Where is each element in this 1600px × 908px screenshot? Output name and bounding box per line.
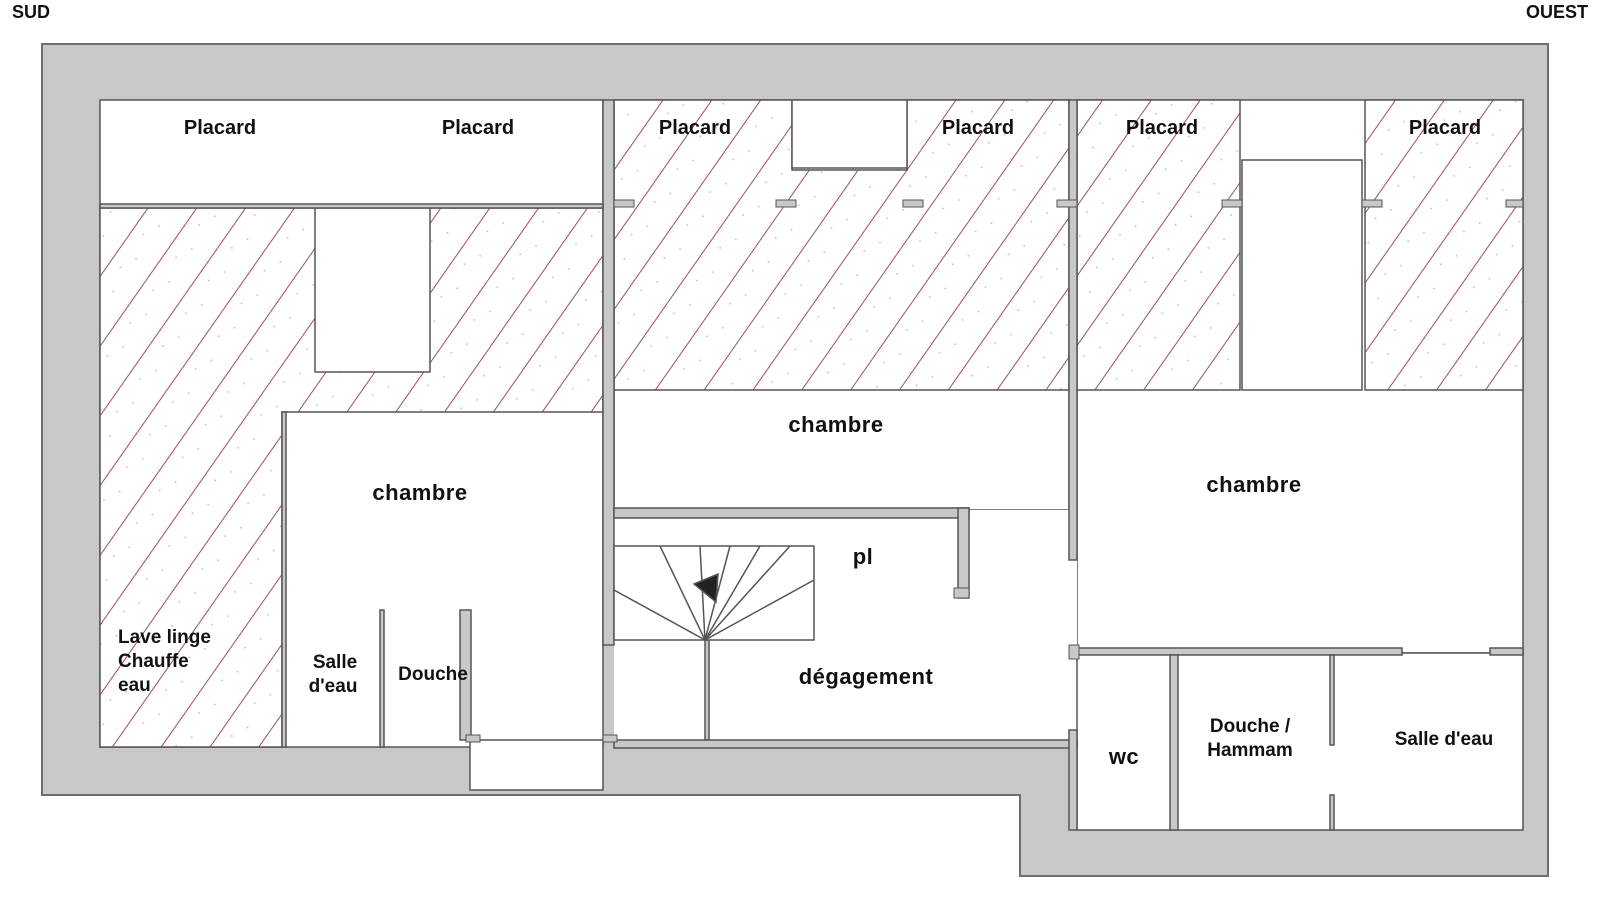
partitions	[99, 99, 1524, 831]
salle-deau-left-label-line1: Salle	[313, 652, 357, 673]
staircase	[613, 545, 815, 641]
salle-deau-left-label-line2: d'eau	[309, 676, 358, 697]
entry-passage	[469, 739, 604, 791]
wc-label: wc	[1108, 744, 1139, 769]
placard-label-1: Placard	[184, 117, 256, 139]
lave-linge-label-line2: Chauffe	[118, 651, 189, 672]
douche-hammam-label-line1: Douche /	[1210, 716, 1291, 737]
hatched-zone-far-right	[1364, 99, 1524, 391]
door-jambs	[465, 199, 1524, 743]
niche-center	[791, 99, 908, 169]
placard-label-5: Placard	[1126, 117, 1198, 139]
hatched-zone-right	[1076, 99, 1241, 391]
chimney-box-right	[1241, 159, 1363, 391]
chambre-label-center: chambre	[788, 412, 883, 437]
compass-south-label: SUD	[12, 2, 50, 22]
lave-linge-label-line1: Lave linge	[118, 627, 211, 648]
placard-label-3: Placard	[659, 117, 731, 139]
compass-west-label: OUEST	[1526, 2, 1588, 22]
chambre-label-left: chambre	[372, 480, 467, 505]
right-bottom-floor	[1076, 652, 1524, 831]
placard-label-6: Placard	[1409, 117, 1481, 139]
douche-hammam-label-line2: Hammam	[1207, 740, 1293, 761]
douche-label: Douche	[398, 664, 468, 685]
salle-deau-right-label: Salle d'eau	[1395, 729, 1494, 750]
pl-label: pl	[853, 544, 874, 569]
degagement-label: dégagement	[799, 664, 934, 689]
chimney-box-left	[314, 207, 431, 373]
lave-linge-label-line3: eau	[118, 675, 151, 696]
placard-label-4: Placard	[942, 117, 1014, 139]
chambre-label-right: chambre	[1206, 472, 1301, 497]
placard-label-2: Placard	[442, 117, 514, 139]
